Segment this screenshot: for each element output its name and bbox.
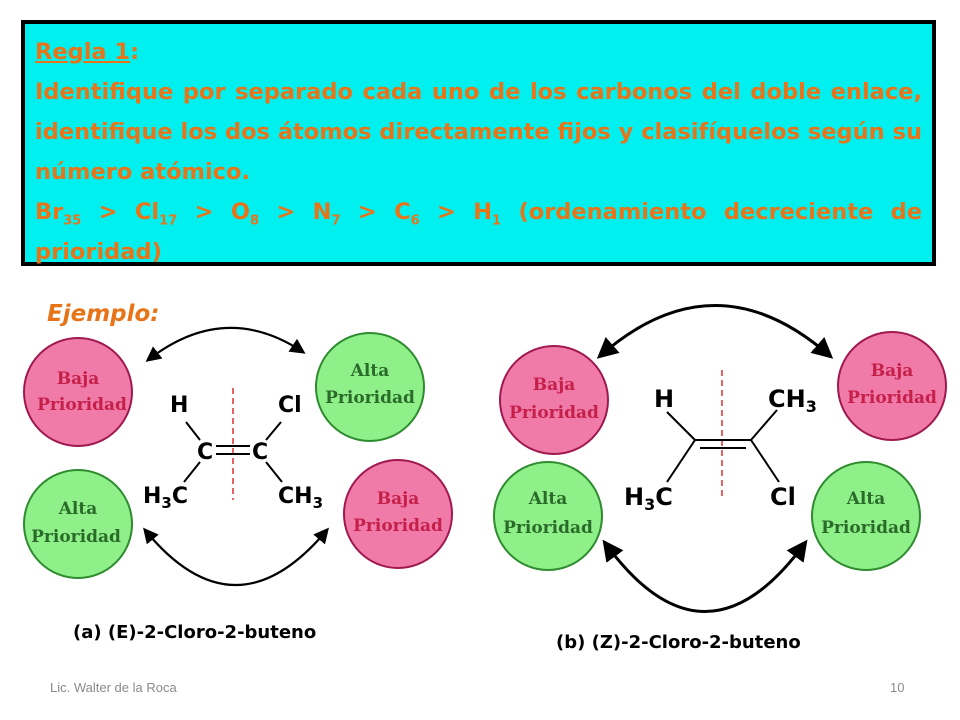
atom-b-ch3: CH3 xyxy=(768,385,817,416)
ordering-h: H1 xyxy=(473,199,502,229)
arrow-b-bottom xyxy=(602,539,808,613)
ordering-o: O8 xyxy=(230,199,260,229)
circle-a-top-left xyxy=(23,337,133,447)
atom-a-ch3: CH3 xyxy=(278,484,323,512)
bond-b-h3c xyxy=(666,439,696,483)
ordering-cl: Cl17 xyxy=(134,199,178,229)
circle-b-bottom-left xyxy=(493,461,603,571)
circle-b-top-right xyxy=(837,331,947,441)
atom-a-c-right: C xyxy=(252,440,268,465)
ordering-c: C6 xyxy=(394,199,420,229)
arrow-a-top xyxy=(145,326,306,362)
circle-b-bottom-left-label2: Prioridad xyxy=(503,518,593,538)
circle-b-bottom-right xyxy=(811,461,921,571)
diagram-a: Baja Prioridad Alta Prioridad Alta Prior… xyxy=(23,326,453,587)
circle-a-bottom-right xyxy=(343,459,453,569)
diagram-b: Baja Prioridad Baja Prioridad Alta Prior… xyxy=(493,304,947,613)
circle-b-bottom-right-label1: Alta xyxy=(846,489,886,509)
bond-a-ch3 xyxy=(265,461,283,483)
bond-a-h xyxy=(185,421,201,441)
atom-a-c-left: C xyxy=(197,440,213,465)
circle-b-top-left-label1: Baja xyxy=(533,375,576,395)
circle-b-top-left-label2: Prioridad xyxy=(509,403,599,423)
circle-b-bottom-right-label2: Prioridad xyxy=(821,518,911,538)
atom-b-h: H xyxy=(654,385,674,413)
circle-a-bottom-right-label2: Prioridad xyxy=(353,516,443,536)
atom-b-h3c: H3C xyxy=(624,483,673,514)
circle-b-top-right-label2: Prioridad xyxy=(847,388,937,408)
caption-a: (a) (E)-2-Cloro-2-buteno xyxy=(73,622,317,643)
bond-b-cl xyxy=(750,439,780,483)
bond-a-cl xyxy=(265,421,282,441)
rule-box: Regla 1: Identifique por separado cada u… xyxy=(21,20,936,266)
circle-b-top-left xyxy=(499,345,609,455)
rule-heading-colon: : xyxy=(130,39,140,65)
circle-a-bottom-right-label1: Baja xyxy=(377,489,420,509)
bond-b-ch3 xyxy=(750,409,778,441)
arrow-b-top xyxy=(596,304,834,359)
footer-author: Lic. Walter de la Roca xyxy=(50,680,177,695)
atom-a-cl: Cl xyxy=(278,393,302,418)
circle-a-top-right-label2: Prioridad xyxy=(325,388,415,408)
circle-a-bottom-left-label2: Prioridad xyxy=(31,527,121,547)
arrow-a-bottom xyxy=(143,527,329,587)
ordering-note: (ordenamiento decreciente de prioridad) xyxy=(35,199,922,265)
atom-a-h3c: H3C xyxy=(143,484,188,512)
circle-a-top-left-label1: Baja xyxy=(57,369,100,389)
atom-a-h: H xyxy=(170,393,188,418)
caption-b: (b) (Z)-2-Cloro-2-buteno xyxy=(556,632,801,653)
circle-a-top-right xyxy=(315,332,425,442)
circle-b-top-right-label1: Baja xyxy=(871,361,914,381)
rule-heading: Regla 1 xyxy=(35,39,131,65)
circle-a-top-left-label2: Prioridad xyxy=(37,395,127,415)
example-label: Ejemplo: xyxy=(47,301,160,327)
ordering-br: Br35 xyxy=(35,199,82,229)
footer-page-number: 10 xyxy=(890,680,905,695)
bond-b-h xyxy=(666,411,696,441)
circle-a-top-right-label1: Alta xyxy=(350,361,390,381)
rule-text: Identifique por separado cada uno de los… xyxy=(35,79,922,185)
atom-b-cl: Cl xyxy=(770,483,796,511)
bond-a-h3c xyxy=(183,461,201,483)
circle-a-bottom-left xyxy=(23,469,133,579)
ordering-n: N7 xyxy=(312,199,341,229)
priority-ordering: Br35 > Cl17 > O8 > N7 > C6 > H1 (ordenam… xyxy=(35,199,922,265)
circle-a-bottom-left-label1: Alta xyxy=(58,499,98,519)
circle-b-bottom-left-label1: Alta xyxy=(528,489,568,509)
